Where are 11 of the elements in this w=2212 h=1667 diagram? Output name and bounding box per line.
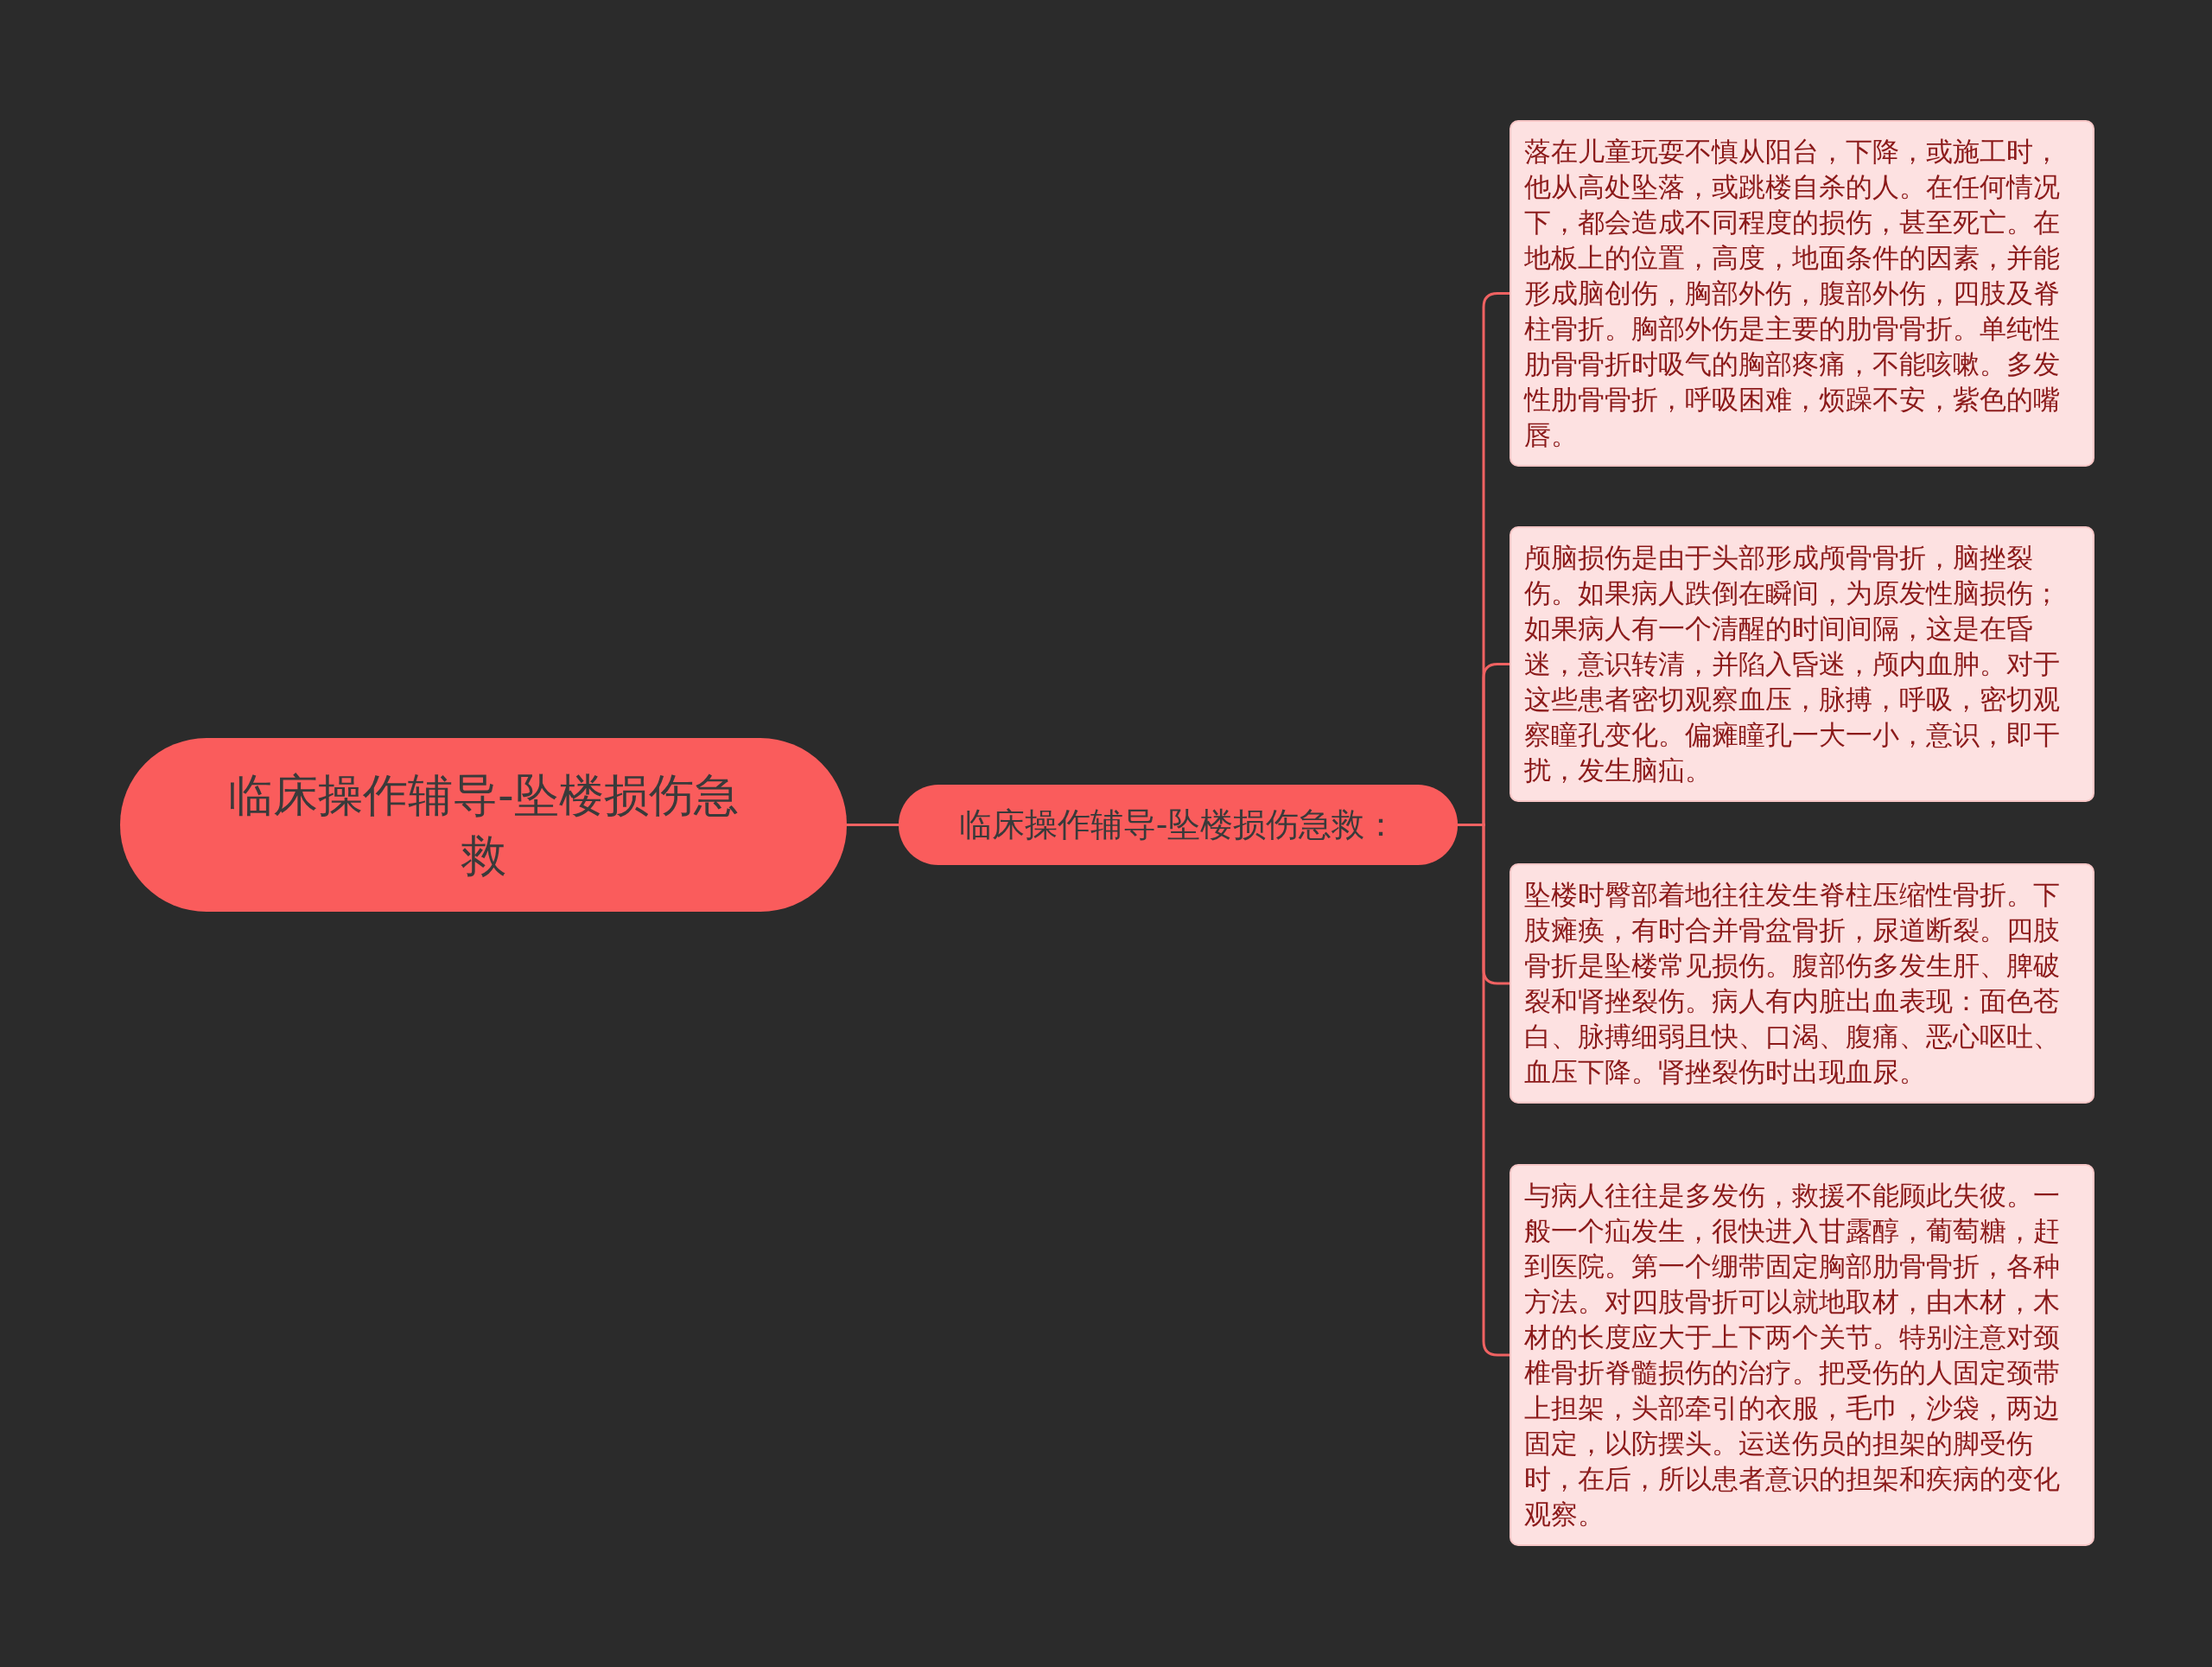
- subtopic-text: 临床操作辅导-坠楼损伤急救：: [958, 805, 1398, 845]
- card-text: 坠楼时臀部着地往往发生脊柱压缩性骨折。下肢瘫痪，有时合并骨盆骨折，尿道断裂。四肢骨折是坠楼常见损伤。腹部伤多发生肝、脾破裂和肾挫裂伤。病人有内脏出血表现：面色苍白、脉搏细弱且快、口渴、腹痛、恶心呕吐、血压下降。肾挫裂伤时出现血尿。: [1524, 878, 2061, 1089]
- root-topic-text: 临床操作辅导-坠楼损伤急救: [227, 767, 740, 883]
- text-card: [1510, 1164, 2094, 1546]
- card-text: 与病人往往是多发伤，救援不能顾此失彼。一般一个疝发生，很快进入甘露醇，葡萄糖，赶到医院。第一个绷带固定胸部肋骨骨折，各种方法。对四肢骨折可以就地取材，由木材，木材的长度应大于上下两个关节。特别注意对颈椎骨折脊髓损伤的治疗。把受伤的人固定颈带上担架，头部牵引的衣服，毛巾，沙袋，两边固定，以防摆头。运送伤员的担架的脚受伤时，在后，所以患者意识的担架和疾病的变化观察。: [1524, 1179, 2061, 1531]
- text-card: [1510, 120, 2094, 467]
- text-card: [1510, 526, 2094, 802]
- text-card: [1510, 863, 2094, 1104]
- card-text: 落在儿童玩耍不慎从阳台，下降，或施工时，他从高处坠落，或跳楼自杀的人。在任何情况下，都会造成不同程度的损伤，甚至死亡。在地板上的位置，高度，地面条件的因素，并能形成脑创伤，胸部外伤，腹部外伤，四肢及脊柱骨折。胸部外伤是主要的肋骨骨折。单纯性肋骨骨折时吸气的胸部疼痛，不能咳嗽。多发性肋骨骨折，呼吸困难，烦躁不安，紫色的嘴唇。: [1524, 135, 2061, 452]
- connector-line: [847, 824, 899, 826]
- card-text: 颅脑损伤是由于头部形成颅骨骨折，脑挫裂伤。如果病人跌倒在瞬间，为原发性脑损伤；如果病人有一个清醒的时间间隔，这是在昏迷，意识转清，并陷入昏迷，颅内血肿。对于这些患者密切观察血压，脉搏，呼吸，密切观察瞳孔变化。偏瘫瞳孔一大一小，意识，即干扰，发生脑疝。: [1524, 541, 2061, 787]
